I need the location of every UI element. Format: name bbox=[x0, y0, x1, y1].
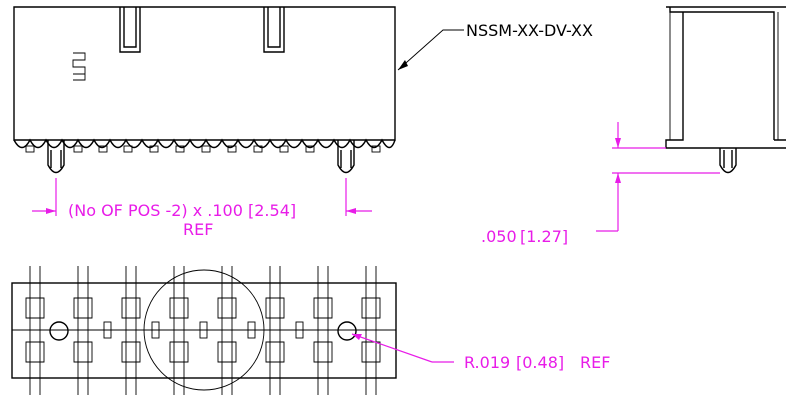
side-view: .050 [1.27] bbox=[481, 6, 786, 246]
front-view: NSSM-XX-DV-XX bbox=[13, 6, 593, 174]
front-contact bbox=[98, 145, 108, 153]
top-view-slot bbox=[247, 321, 256, 339]
top-contact-pair bbox=[217, 266, 237, 395]
standoff-mm-label: [1.27] bbox=[520, 227, 568, 246]
pitch-ref-label: REF bbox=[183, 220, 213, 239]
front-view-polarity-mark bbox=[72, 52, 86, 81]
top-contact-pair bbox=[313, 266, 333, 395]
side-view-inner bbox=[669, 12, 779, 140]
front-contact bbox=[123, 145, 133, 153]
standoff-arrow-bottom bbox=[615, 173, 621, 183]
radius-leader bbox=[351, 333, 433, 363]
standoff-arrow-top bbox=[615, 138, 621, 148]
top-view-slot bbox=[151, 321, 160, 339]
top-view-contacts bbox=[25, 266, 381, 395]
front-contact bbox=[253, 145, 263, 153]
radius-label: R.019 bbox=[464, 353, 510, 372]
front-contact bbox=[25, 145, 35, 153]
radius-ref-label: REF bbox=[580, 353, 610, 372]
part-number-leader bbox=[397, 29, 464, 71]
top-view-body bbox=[11, 282, 397, 379]
pitch-arrow-left bbox=[46, 208, 56, 214]
top-view bbox=[11, 266, 397, 395]
pitch-dimension-label: (No OF POS -2) x .100 [2.54] bbox=[68, 201, 296, 220]
front-contact bbox=[175, 145, 185, 153]
front-contact bbox=[371, 145, 381, 153]
standoff-label: .050 bbox=[481, 227, 517, 246]
top-view-slot bbox=[103, 321, 112, 339]
radius-mm-label: [0.48] bbox=[516, 353, 564, 372]
top-contact-pair bbox=[25, 266, 45, 395]
front-contact bbox=[73, 145, 83, 153]
part-number-label: NSSM-XX-DV-XX bbox=[466, 21, 593, 40]
front-view-body bbox=[13, 6, 396, 141]
peg-hole-right bbox=[337, 321, 357, 341]
front-view-peg-right bbox=[337, 140, 355, 174]
front-view-latch-right bbox=[263, 7, 285, 53]
front-contact bbox=[305, 145, 315, 153]
side-view-body bbox=[665, 6, 786, 149]
top-contact-pair bbox=[121, 266, 141, 395]
radius-callout: R.019 [0.48] REF bbox=[351, 333, 610, 372]
front-view-peg-left bbox=[47, 140, 65, 174]
top-view-slot bbox=[199, 321, 208, 339]
part-number-leader-arrow bbox=[398, 60, 408, 70]
pitch-dimension: (No OF POS -2) x .100 [2.54] REF bbox=[32, 178, 372, 239]
front-contact bbox=[201, 145, 211, 153]
front-view-scallop-edge bbox=[13, 138, 396, 149]
front-contact bbox=[149, 145, 159, 153]
top-contact-pair bbox=[361, 266, 381, 395]
front-contact bbox=[279, 145, 289, 153]
radius-arrow bbox=[352, 334, 362, 340]
top-contact-pair bbox=[265, 266, 285, 395]
side-view-peg bbox=[719, 148, 737, 174]
peg-hole-left bbox=[49, 321, 69, 341]
top-contact-pair bbox=[169, 266, 189, 395]
front-view-latch-left bbox=[119, 7, 141, 53]
pitch-arrow-right bbox=[346, 208, 356, 214]
top-view-slot bbox=[295, 321, 304, 339]
front-contact bbox=[227, 145, 237, 153]
top-contact-pair bbox=[73, 266, 93, 395]
